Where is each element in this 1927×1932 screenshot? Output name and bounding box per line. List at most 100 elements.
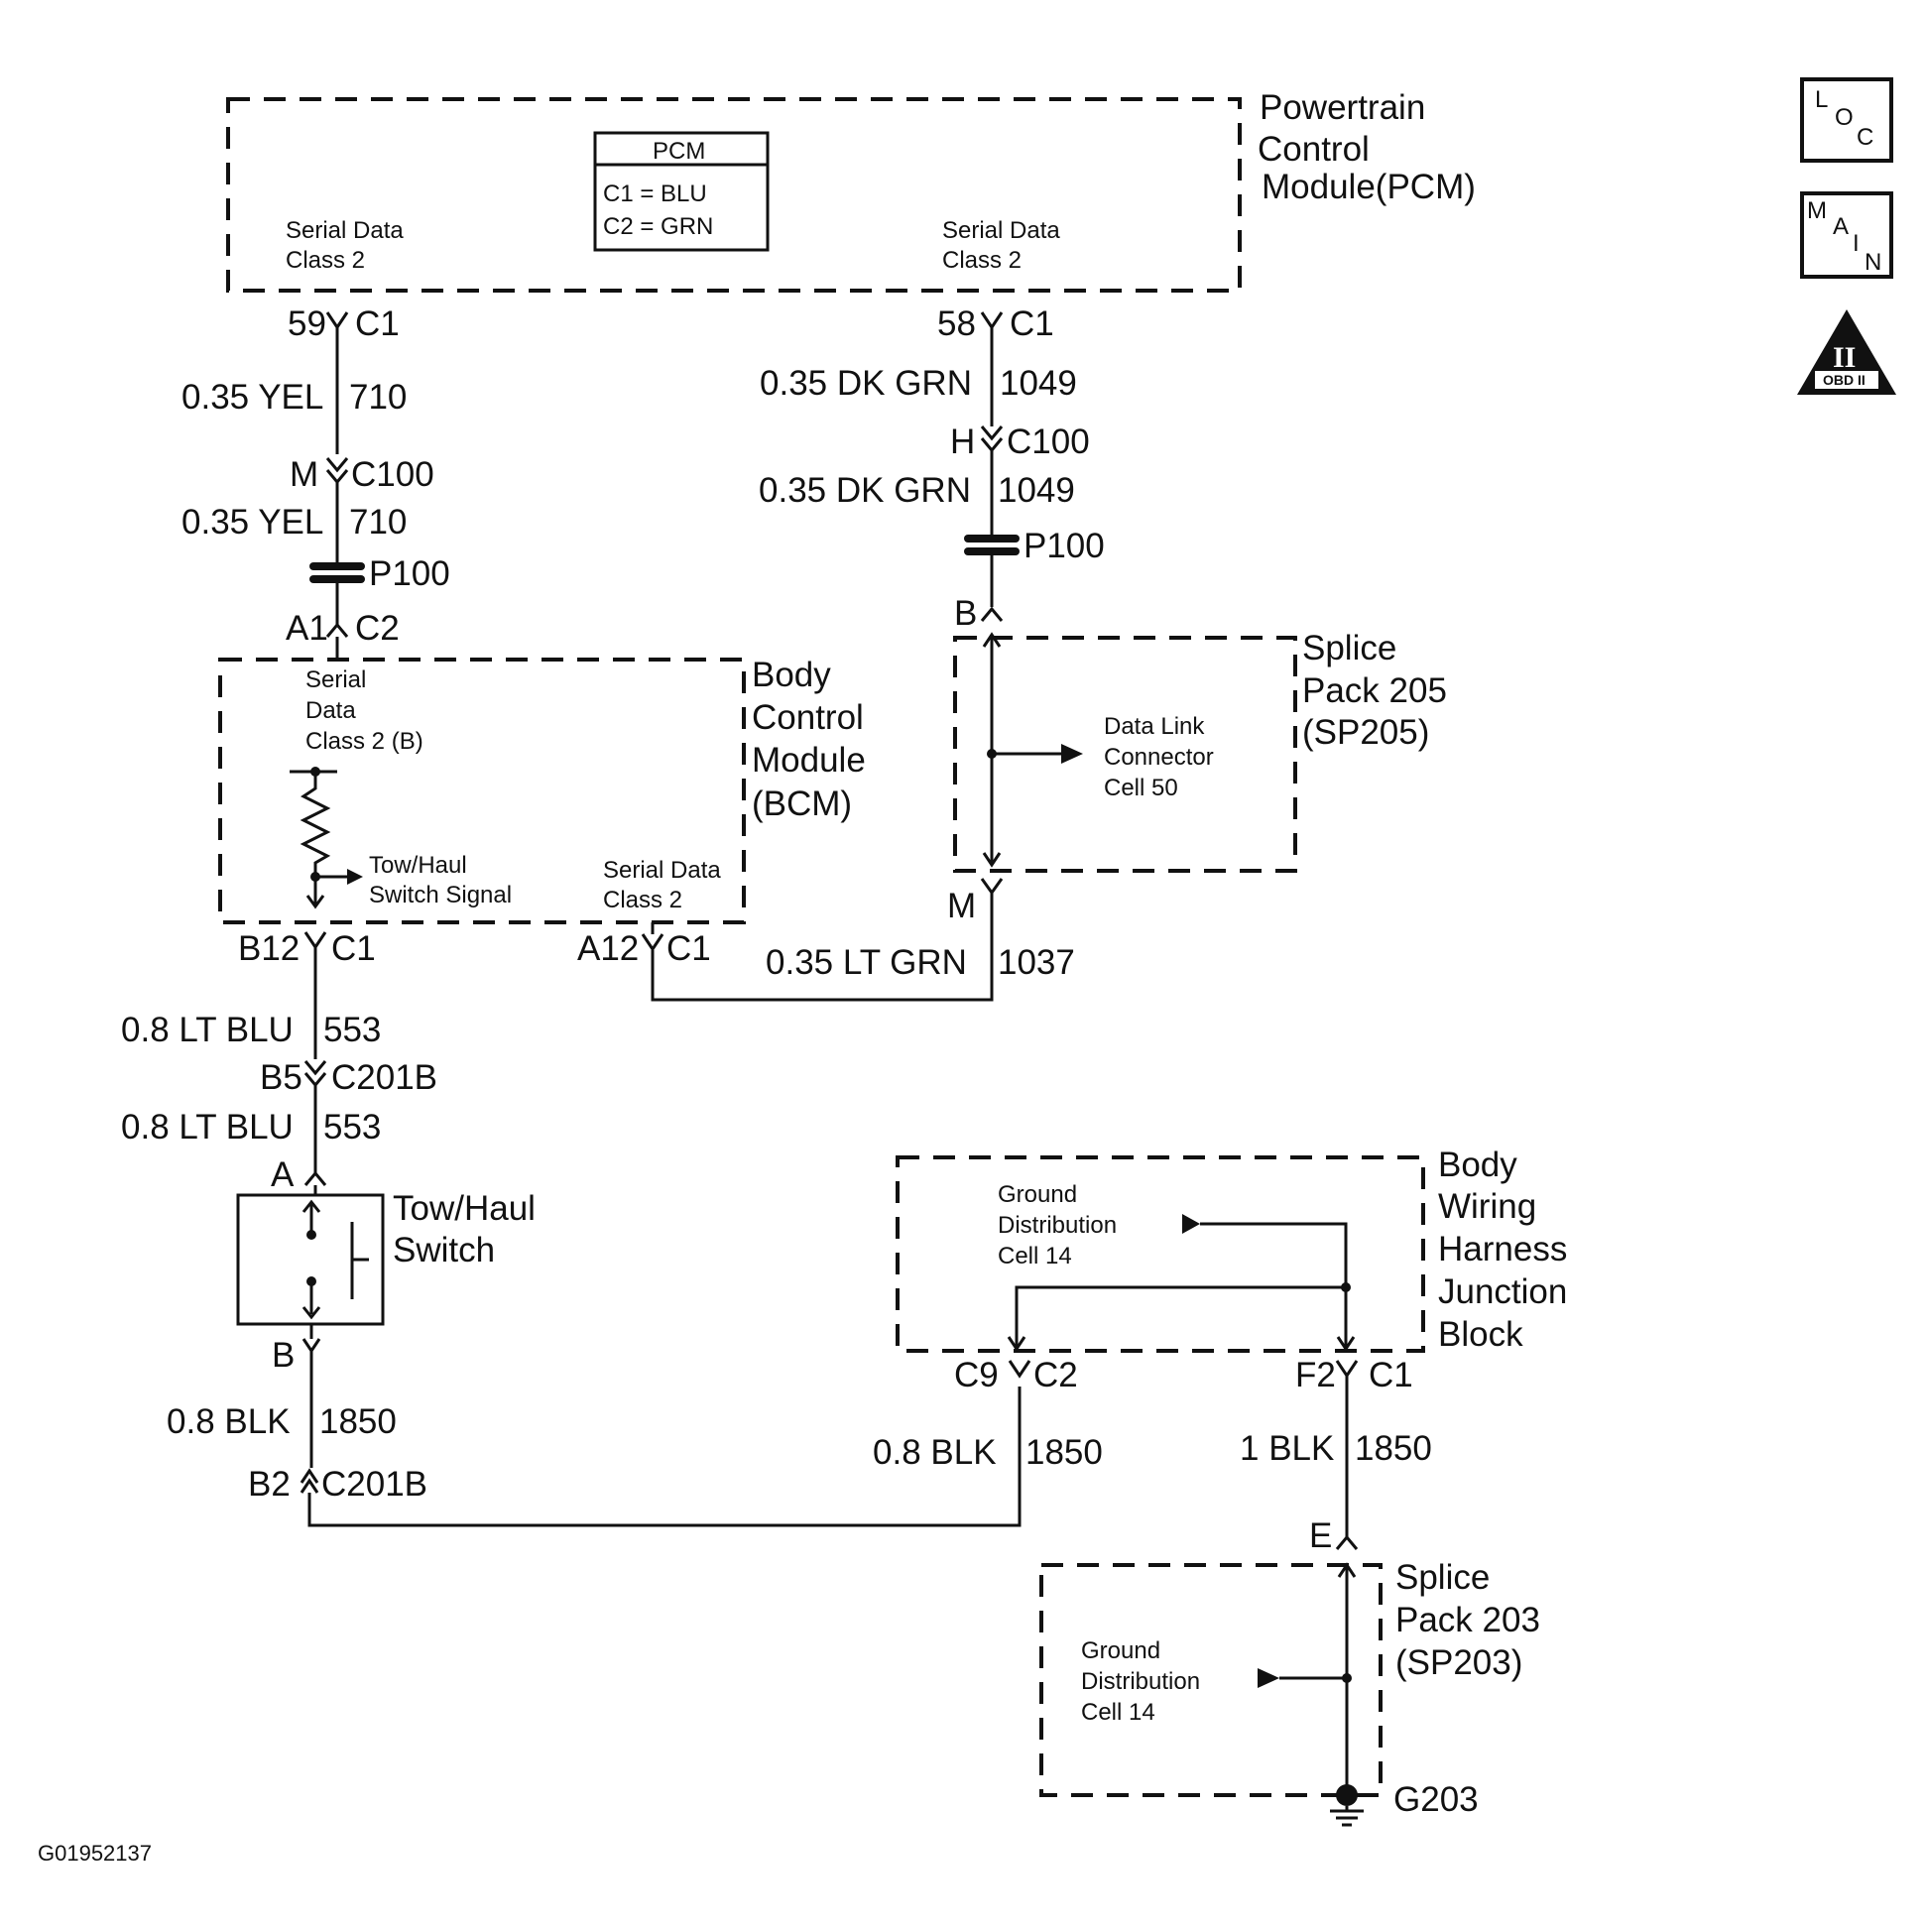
connector-c9-c2: C9 C2 — [954, 1356, 1078, 1394]
pcm-title-line1: Powertrain — [1260, 88, 1425, 127]
bcm-serial2-1: Serial Data — [603, 857, 721, 884]
svg-text:C1: C1 — [1010, 304, 1054, 343]
pullup-resistor-icon — [300, 772, 331, 881]
sp203-inner-1: Ground — [1081, 1637, 1160, 1664]
wire-1049b-gauge: 0.35 DK GRN — [759, 471, 971, 510]
wire-553b-circuit: 553 — [323, 1108, 381, 1147]
svg-text:N: N — [1865, 249, 1881, 276]
svg-text:O: O — [1835, 104, 1854, 131]
wire-1037 — [651, 893, 994, 1002]
pcm-title-line2: Control — [1258, 130, 1370, 169]
bwhjb-inner-3: Cell 14 — [998, 1243, 1072, 1269]
sp205-title-line1: Splice — [1302, 629, 1396, 667]
svg-text:C2: C2 — [1033, 1356, 1078, 1394]
sp205-title-line3: (SP205) — [1302, 713, 1429, 752]
ground-dist-arrow-icon — [1182, 1214, 1200, 1234]
ground-g203-icon — [1330, 1784, 1364, 1827]
pcm-right-label-2: Class 2 — [942, 247, 1022, 274]
sp205-title-line2: Pack 205 — [1302, 671, 1447, 710]
svg-text:OBD II: OBD II — [1823, 372, 1866, 388]
ground-g203-label: G203 — [1393, 1780, 1479, 1819]
svg-text:C100: C100 — [1007, 423, 1090, 461]
connector-m-c100: M C100 — [290, 455, 434, 494]
wire-1850b-gauge: 0.8 BLK — [873, 1433, 997, 1472]
bwhjb-inner-2: Distribution — [998, 1212, 1117, 1239]
sp203-title-line2: Pack 203 — [1395, 1601, 1540, 1639]
connector-a1-c2: A1 C2 — [286, 609, 400, 648]
bcm-title-line4: (BCM) — [752, 785, 852, 823]
svg-text:C1: C1 — [355, 304, 400, 343]
svg-text:59: 59 — [288, 304, 326, 343]
pcm-title-line3: Module(PCM) — [1262, 168, 1476, 206]
switch-title-line2: Switch — [393, 1231, 495, 1269]
pcm-legend-c1: C1 = BLU — [603, 181, 707, 207]
bcm-tow-signal-2: Switch Signal — [369, 882, 512, 908]
svg-text:A: A — [1833, 213, 1849, 240]
pcm-legend-box — [593, 131, 770, 252]
svg-text:C1: C1 — [666, 929, 711, 968]
bcm-tow-signal-1: Tow/Haul — [369, 852, 467, 879]
wire-1037-gauge: 0.35 LT GRN — [766, 943, 967, 982]
wire-1049a-gauge: 0.35 DK GRN — [760, 364, 972, 403]
tow-signal-arrow-icon — [347, 869, 363, 885]
svg-text:C9: C9 — [954, 1356, 999, 1394]
bwhjb-inner-1: Ground — [998, 1181, 1077, 1208]
wire-1850-return — [307, 1387, 1022, 1527]
loc-icon: L O C — [1800, 77, 1893, 163]
bwhjb-title-line4: Junction — [1438, 1272, 1567, 1311]
wire-710b-circuit: 710 — [349, 503, 407, 542]
svg-text:L: L — [1815, 86, 1828, 113]
bcm-title-line3: Module — [752, 741, 866, 780]
wire-1850c-gauge: 1 BLK — [1240, 1429, 1334, 1468]
svg-text:C100: C100 — [351, 455, 434, 494]
pcm-left-label-2: Class 2 — [286, 247, 365, 274]
switch-contacts-icon — [301, 1199, 369, 1320]
wire-710a-gauge: 0.35 YEL — [181, 378, 323, 417]
svg-text:I: I — [1853, 230, 1860, 257]
connector-a12-c1: A12 C1 — [577, 929, 711, 968]
svg-text:M: M — [947, 887, 976, 925]
connector-b2-c201b: B2 C201B — [248, 1465, 427, 1504]
svg-text:M: M — [1807, 197, 1827, 224]
obd-ii-icon: II OBD II — [1797, 309, 1896, 395]
pcm-legend-title: PCM — [653, 138, 705, 165]
sp205-inner-3: Cell 50 — [1104, 775, 1178, 801]
main-icon: M A I N — [1800, 191, 1893, 279]
bwhjb-title-line2: Wiring — [1438, 1187, 1536, 1226]
svg-text:P100: P100 — [1024, 527, 1105, 565]
connector-f2-c1: F2 C1 — [1295, 1356, 1413, 1394]
bcm-serial-b-2: Data — [305, 697, 356, 724]
connector-58-c1: 58 C1 — [937, 304, 1054, 343]
wire-1049b-circuit: 1049 — [998, 471, 1075, 510]
connector-b5-c201b: B5 C201B — [260, 1058, 437, 1097]
dlc-arrow-icon — [1061, 744, 1083, 764]
p100-left-passthrough: P100 — [309, 554, 450, 593]
wire-710a-circuit: 710 — [349, 378, 407, 417]
sp203-title-line1: Splice — [1395, 1558, 1490, 1597]
wire-710b-gauge: 0.35 YEL — [181, 503, 323, 542]
wire-1850a-gauge: 0.8 BLK — [167, 1402, 291, 1441]
wire-1850b-circuit: 1850 — [1025, 1433, 1103, 1472]
wire-1049a-circuit: 1049 — [1000, 364, 1077, 403]
sp203-inner-2: Distribution — [1081, 1668, 1200, 1695]
svg-text:B: B — [272, 1336, 295, 1375]
pcm-legend-c2: C2 = GRN — [603, 213, 713, 240]
connector-59-c1: 59 C1 — [288, 304, 400, 343]
svg-text:B12: B12 — [238, 929, 300, 968]
connector-b12-c1: B12 C1 — [238, 929, 376, 968]
connector-h-c100: H C100 — [950, 423, 1090, 461]
svg-text:B5: B5 — [260, 1058, 302, 1097]
svg-text:C2: C2 — [355, 609, 400, 648]
sp203-title-line3: (SP203) — [1395, 1643, 1522, 1682]
connector-b-sp205: B — [954, 594, 1004, 633]
svg-text:M: M — [290, 455, 318, 494]
bwhjb-title-line5: Block — [1438, 1315, 1523, 1354]
svg-text:F2: F2 — [1295, 1356, 1336, 1394]
sp203-arrow-icon — [1258, 1668, 1279, 1688]
svg-text:H: H — [950, 423, 975, 461]
svg-text:A: A — [271, 1155, 295, 1194]
svg-text:C201B: C201B — [321, 1465, 427, 1504]
bcm-dashed-box — [218, 658, 746, 924]
svg-text:B2: B2 — [248, 1465, 291, 1504]
